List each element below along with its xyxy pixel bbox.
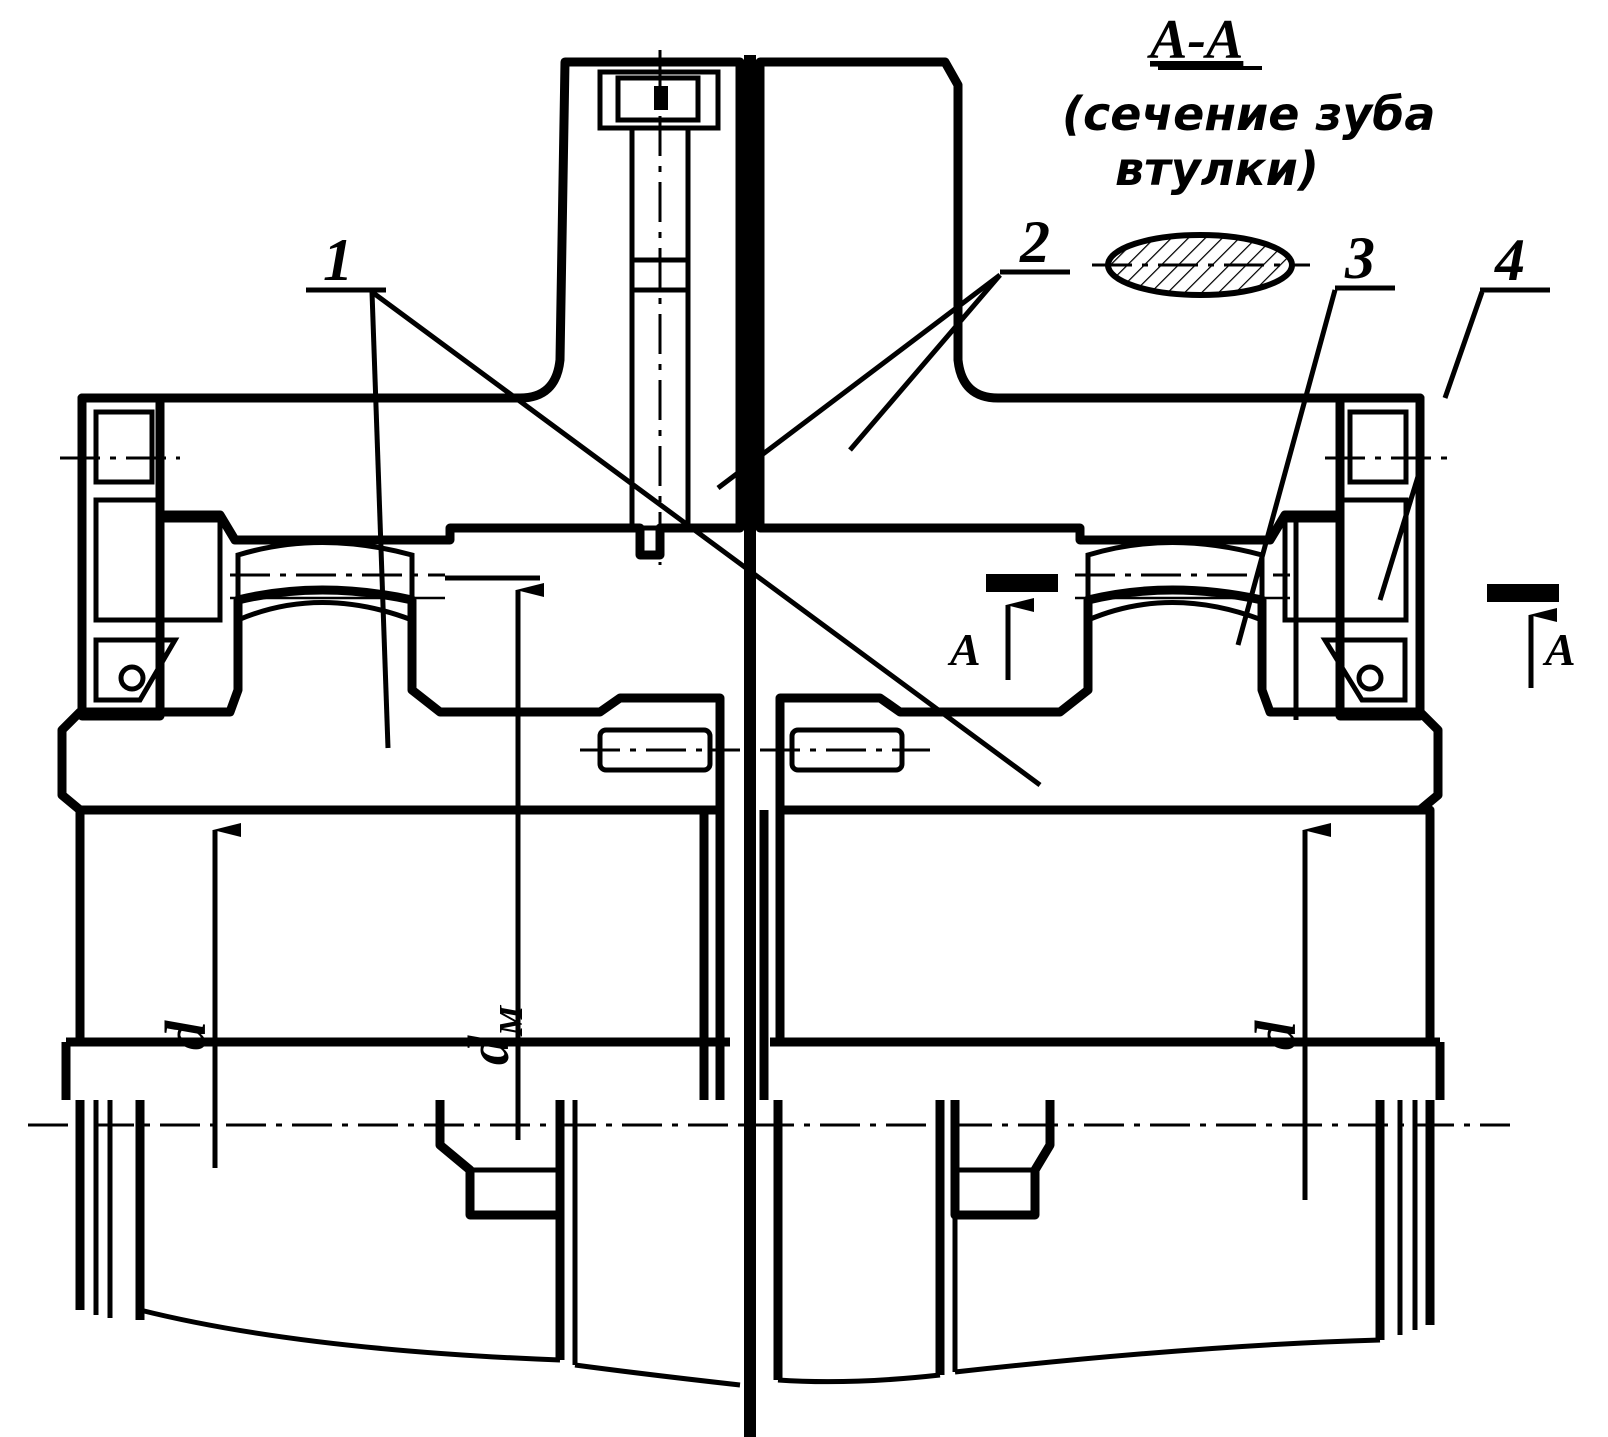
left-shaft	[61, 805, 741, 1388]
part-label-4: 4	[1377, 227, 1550, 601]
part-label-2-text: 2	[1019, 209, 1050, 275]
left-hub	[57, 540, 740, 815]
dimension-d-right-label: d	[1243, 1020, 1308, 1050]
dimension-d-left-label: d	[153, 1020, 218, 1050]
part-label-2: 2	[716, 209, 1070, 490]
left-seal	[60, 393, 223, 721]
right-hub	[760, 540, 1443, 815]
section-title: А-А	[1147, 9, 1243, 71]
part-label-1-text: 1	[323, 227, 353, 293]
part-label-4-text: 4	[1494, 227, 1525, 293]
dimension-d-left: d	[153, 823, 241, 1168]
tooth-section-shape	[1105, 232, 1295, 298]
part-label-3: 3	[1235, 225, 1395, 646]
section-mark-left: А	[947, 574, 1058, 680]
section-mark-right-label: А	[1542, 624, 1576, 675]
section-mark-right: А	[1487, 584, 1576, 688]
right-sleeve	[755, 57, 1425, 545]
dimension-dm-label: dМ	[456, 1004, 530, 1065]
section-note-line2: втулки)	[1115, 142, 1319, 196]
part-label-3-text: 3	[1344, 225, 1375, 291]
section-aa: А-А (сечение зуба втулки)	[1062, 9, 1435, 298]
right-shaft	[759, 805, 1445, 1385]
section-mark-left-label: А	[947, 624, 981, 675]
dimension-dm: dМ	[445, 575, 544, 1140]
part-label-1: 1	[306, 227, 1042, 788]
section-note-line1: (сечение зуба	[1062, 87, 1435, 141]
right-seal	[1282, 393, 1450, 721]
dimension-d-right: d	[1243, 823, 1331, 1200]
